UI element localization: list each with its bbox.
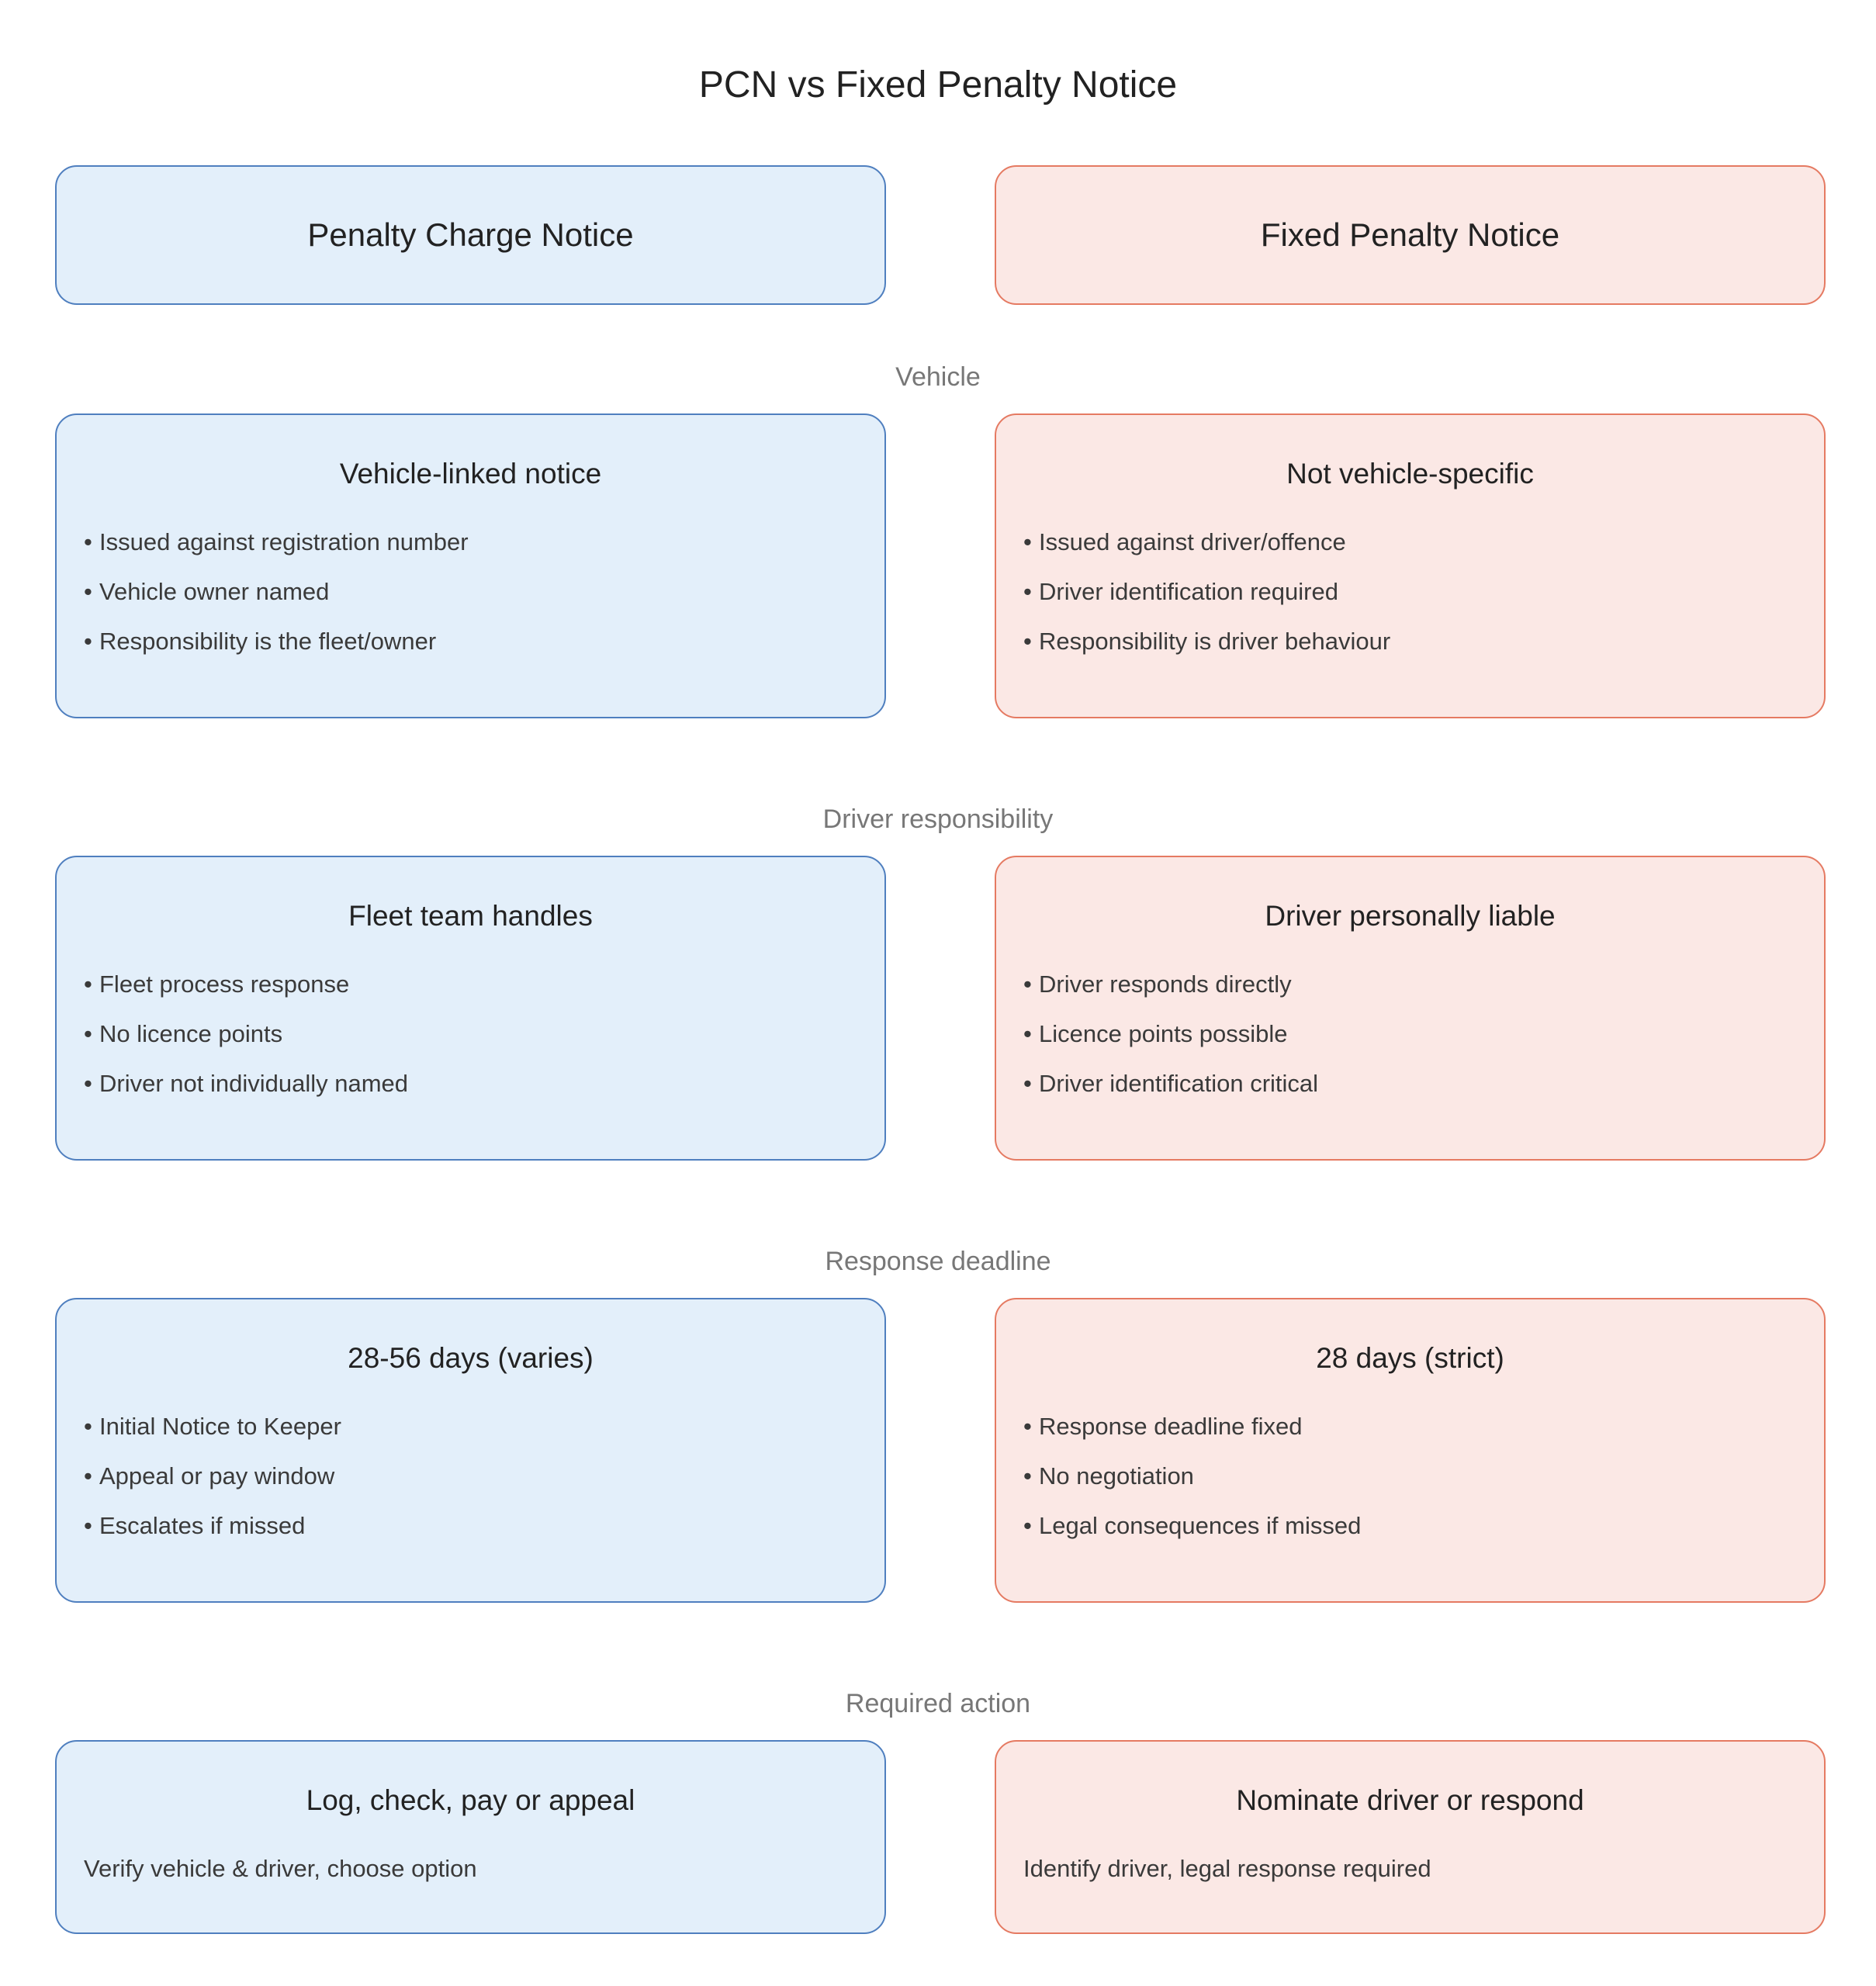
bullet-list: Issued against registration number Vehic… — [84, 527, 857, 676]
bullet-item: No negotiation — [1023, 1461, 1797, 1510]
bullet-list: Response deadline fixed No negotiation L… — [1023, 1411, 1797, 1560]
bullet-item: Licence points possible — [1023, 1019, 1797, 1068]
bullet-item: Driver not individually named — [84, 1068, 857, 1118]
bullet-item: Driver identification required — [1023, 576, 1797, 626]
bullet-item: Response deadline fixed — [1023, 1411, 1797, 1461]
bullet-item: Escalates if missed — [84, 1510, 857, 1560]
bullet-item: Driver responds directly — [1023, 969, 1797, 1019]
section-label-driver-responsibility: Driver responsibility — [822, 804, 1054, 834]
bullet-item: Initial Notice to Keeper — [84, 1411, 857, 1461]
fpn-header-box: Fixed Penalty Notice — [995, 165, 1826, 305]
card-title: Not vehicle-specific — [1286, 458, 1534, 490]
bullet-item: Issued against registration number — [84, 527, 857, 576]
pcn-card-required-action: Log, check, pay or appeal Verify vehicle… — [55, 1740, 886, 1934]
bullet-item: Fleet process response — [84, 969, 857, 1019]
card-title: 28-56 days (varies) — [348, 1342, 594, 1374]
card-note: Identify driver, legal response required — [1023, 1855, 1431, 1882]
section-label-vehicle: Vehicle — [895, 362, 981, 392]
bullet-item: Legal consequences if missed — [1023, 1510, 1797, 1560]
card-title: Fleet team handles — [348, 900, 593, 932]
card-note: Verify vehicle & driver, choose option — [84, 1855, 477, 1882]
card-title: Driver personally liable — [1265, 900, 1556, 932]
bullet-item: Appeal or pay window — [84, 1461, 857, 1510]
card-title: Nominate driver or respond — [1236, 1784, 1584, 1816]
bullet-list: Driver responds directly Licence points … — [1023, 969, 1797, 1118]
bullet-item: No licence points — [84, 1019, 857, 1068]
card-title: Log, check, pay or appeal — [306, 1784, 635, 1816]
diagram-title: PCN vs Fixed Penalty Notice — [698, 64, 1178, 106]
fpn-card-required-action: Nominate driver or respond Identify driv… — [995, 1740, 1826, 1934]
bullet-item: Driver identification critical — [1023, 1068, 1797, 1118]
pcn-card-response-deadline: 28-56 days (varies) Initial Notice to Ke… — [55, 1298, 886, 1603]
pcn-card-driver-responsibility: Fleet team handles Fleet process respons… — [55, 856, 886, 1161]
bullet-item: Issued against driver/offence — [1023, 527, 1797, 576]
bullet-list: Initial Notice to Keeper Appeal or pay w… — [84, 1411, 857, 1560]
section-label-required-action: Required action — [845, 1689, 1031, 1718]
card-title: 28 days (strict) — [1316, 1342, 1504, 1374]
fpn-card-vehicle: Not vehicle-specific Issued against driv… — [995, 413, 1826, 718]
fpn-card-driver-responsibility: Driver personally liable Driver responds… — [995, 856, 1826, 1161]
pcn-card-vehicle: Vehicle-linked notice Issued against reg… — [55, 413, 886, 718]
bullet-item: Vehicle owner named — [84, 576, 857, 626]
fpn-card-response-deadline: 28 days (strict) Response deadline fixed… — [995, 1298, 1826, 1603]
pcn-header-box: Penalty Charge Notice — [55, 165, 886, 305]
card-title: Vehicle-linked notice — [339, 458, 602, 490]
fpn-header-label: Fixed Penalty Notice — [1260, 216, 1560, 253]
bullet-item: Responsibility is the fleet/owner — [84, 626, 857, 676]
pcn-header-label: Penalty Charge Notice — [307, 216, 634, 253]
section-label-response-deadline: Response deadline — [825, 1247, 1051, 1276]
bullet-list: Fleet process response No licence points… — [84, 969, 857, 1118]
bullet-list: Issued against driver/offence Driver ide… — [1023, 527, 1797, 676]
bullet-item: Responsibility is driver behaviour — [1023, 626, 1797, 676]
